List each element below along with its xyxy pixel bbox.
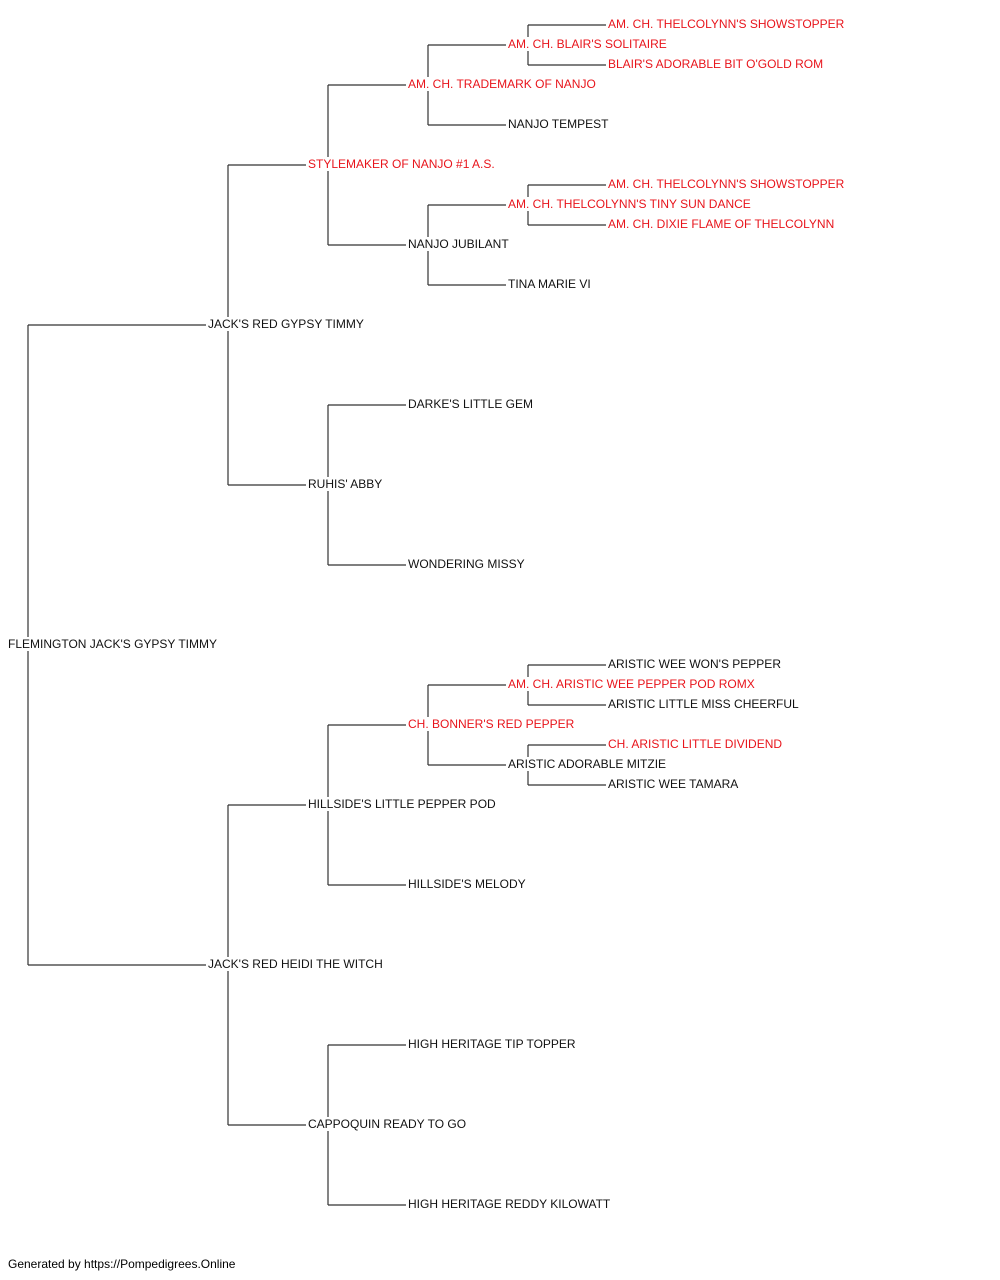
dog-name-sssd: NANJO TEMPEST	[506, 117, 611, 131]
dog-name-ss: STYLEMAKER OF NANJO #1 A.S.	[306, 157, 497, 171]
dog-name-dssd: ARISTIC ADORABLE MITZIE	[506, 757, 669, 771]
dog-name-sssss: AM. CH. THELCOLYNN'S SHOWSTOPPER	[606, 17, 847, 31]
dog-name-d: JACK'S RED HEIDI THE WITCH	[206, 957, 385, 971]
dog-name-sd: RUHIS' ABBY	[306, 477, 385, 491]
dog-name-sds: DARKE'S LITTLE GEM	[406, 397, 535, 411]
dog-name-ssdd: TINA MARIE VI	[506, 277, 593, 291]
dog-name-ssdsd: AM. CH. DIXIE FLAME OF THELCOLYNN	[606, 217, 837, 231]
dog-name-dsd: HILLSIDE'S MELODY	[406, 877, 528, 891]
dog-name-ssdss: AM. CH. THELCOLYNN'S SHOWSTOPPER	[606, 177, 847, 191]
dog-name-dsssd: ARISTIC LITTLE MISS CHEERFUL	[606, 697, 801, 711]
dog-name-sdd: WONDERING MISSY	[406, 557, 527, 571]
dog-name-sss: AM. CH. TRADEMARK OF NANJO	[406, 77, 598, 91]
dog-name-ssds: AM. CH. THELCOLYNN'S TINY SUN DANCE	[506, 197, 753, 211]
dog-name-s: JACK'S RED GYPSY TIMMY	[206, 317, 366, 331]
dog-name-dssds: CH. ARISTIC LITTLE DIVIDEND	[606, 737, 785, 751]
dog-name-dssss: ARISTIC WEE WON'S PEPPER	[606, 657, 783, 671]
dog-name-dssdd: ARISTIC WEE TAMARA	[606, 777, 741, 791]
dog-name-dds: HIGH HERITAGE TIP TOPPER	[406, 1037, 578, 1051]
dog-name-ds: HILLSIDE'S LITTLE PEPPER POD	[306, 797, 498, 811]
dog-name-dsss: AM. CH. ARISTIC WEE PEPPER POD ROMX	[506, 677, 757, 691]
dog-name-ssssd: BLAIR'S ADORABLE BIT O'GOLD ROM	[606, 57, 826, 71]
generator-credit: Generated by https://Pompedigrees.Online	[8, 1257, 236, 1271]
dog-name-ssd: NANJO JUBILANT	[406, 237, 511, 251]
dog-name-root: FLEMINGTON JACK'S GYPSY TIMMY	[6, 637, 219, 651]
dog-name-ddd: HIGH HERITAGE REDDY KILOWATT	[406, 1197, 613, 1211]
dog-name-dss: CH. BONNER'S RED PEPPER	[406, 717, 577, 731]
dog-name-ssss: AM. CH. BLAIR'S SOLITAIRE	[506, 37, 669, 51]
dog-name-dd: CAPPOQUIN READY TO GO	[306, 1117, 469, 1131]
